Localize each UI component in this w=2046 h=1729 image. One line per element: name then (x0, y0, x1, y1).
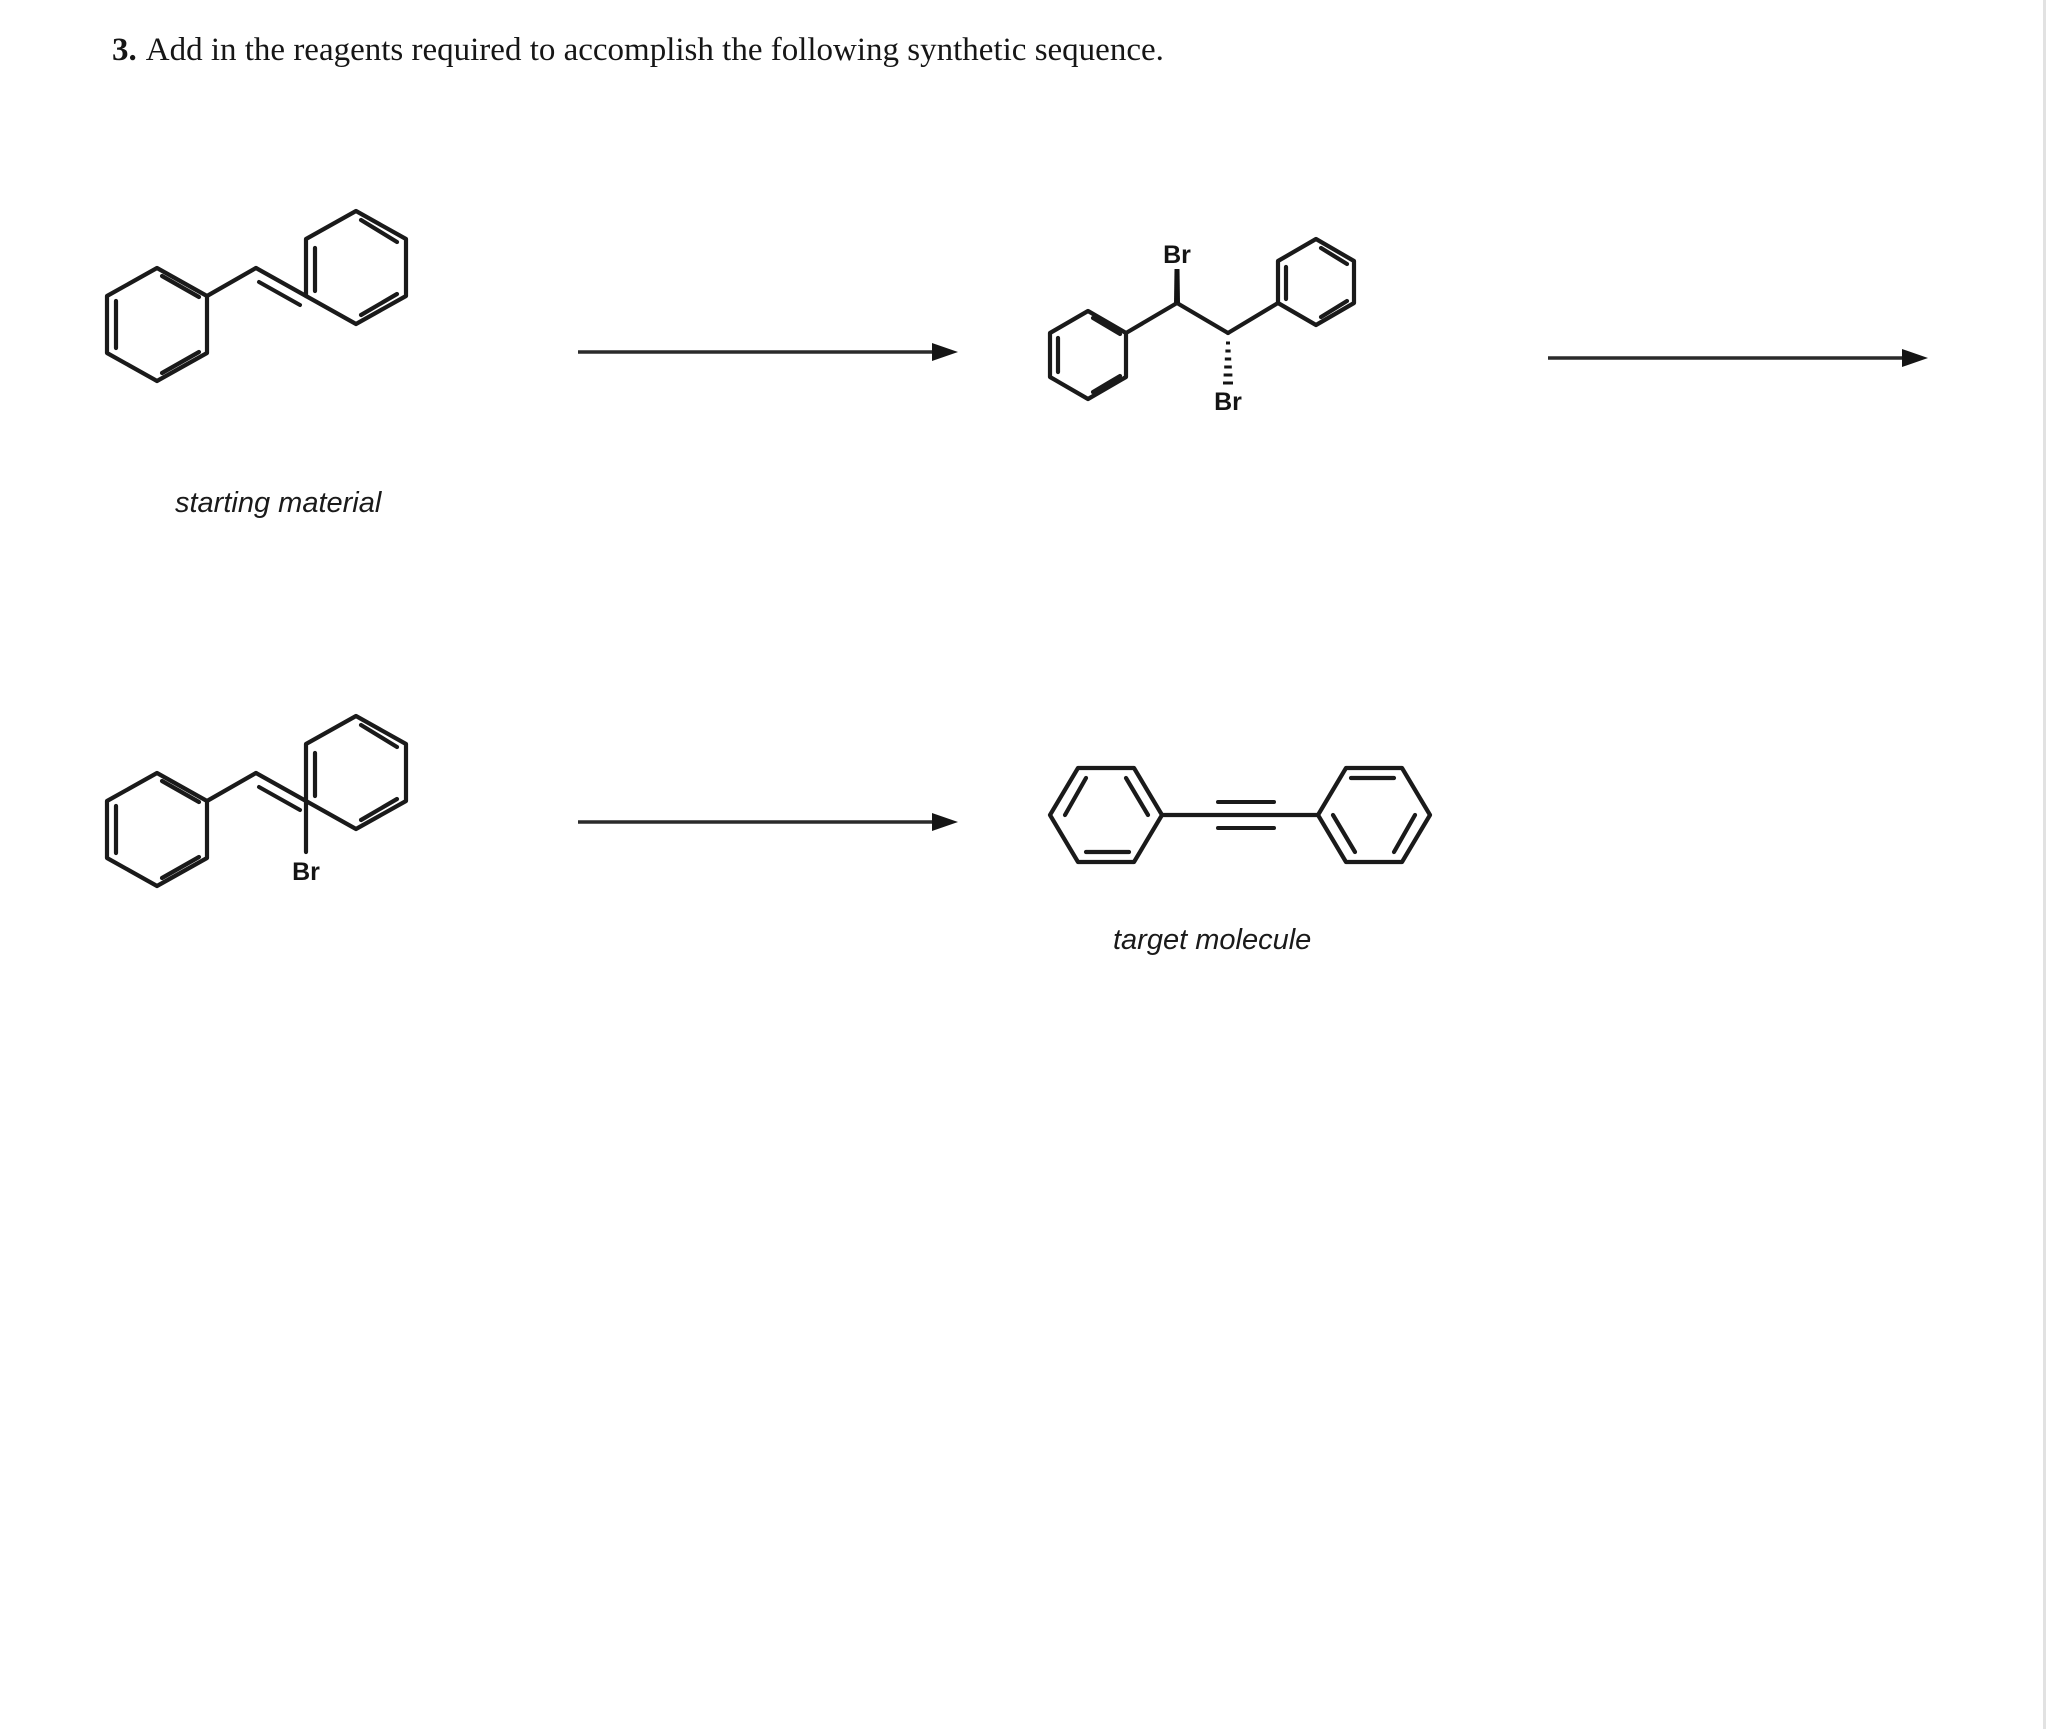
arrowhead-icon (932, 813, 958, 831)
structure-vinyl-bromide: Br (95, 705, 455, 925)
page-title: 3.Add in the reagents required to accomp… (112, 30, 1164, 71)
atom-label-br-top: Br (1163, 241, 1191, 269)
arrowhead-icon (1902, 349, 1928, 367)
structure-trans-stilbene (95, 200, 425, 425)
question-prompt: Add in the reagents required to accompli… (145, 32, 1164, 68)
caption-target-molecule: target molecule (1113, 924, 1312, 956)
reaction-arrow-2[interactable] (1546, 344, 1928, 372)
wedge-bond-up (1174, 269, 1180, 303)
reaction-arrow-3[interactable] (576, 808, 958, 836)
atom-label-br-vinyl: Br (292, 858, 320, 886)
caption-starting-material: starting material (175, 487, 382, 519)
hash-bond-down (1223, 341, 1233, 385)
structure-diphenylacetylene (1030, 750, 1450, 880)
structure-dibromide: Br Br (1040, 236, 1440, 465)
arrowhead-icon (932, 343, 958, 361)
question-number: 3. (112, 32, 137, 68)
reaction-arrow-1[interactable] (576, 338, 958, 366)
atom-label-br-bottom: Br (1214, 388, 1242, 416)
